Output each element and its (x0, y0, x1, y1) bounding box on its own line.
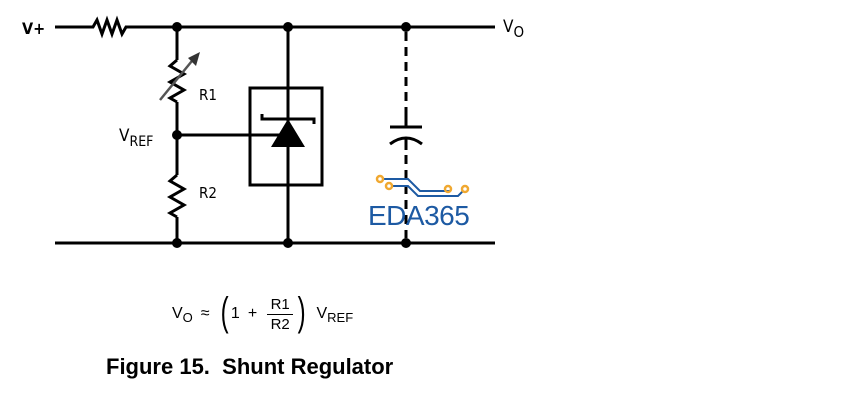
figure-caption: Figure 15. Shunt Regulator (106, 354, 394, 379)
eq-vref: VREF (316, 305, 354, 325)
logo-trace (392, 185, 464, 197)
r1-variable-resistor (166, 58, 188, 104)
series-resistor (88, 15, 132, 39)
r2-label: R2 (199, 184, 217, 202)
watermark-logo-traces (375, 174, 470, 197)
logo-pad (375, 174, 385, 184)
logo-pad (384, 181, 394, 191)
eq-open-paren: ( (220, 290, 229, 334)
junction-dot (172, 130, 182, 140)
r2-resistor (166, 173, 188, 219)
eq-one: 1 (230, 305, 240, 322)
vplus-label: V+ (22, 19, 45, 38)
r1-variable-arrow-head (188, 52, 200, 66)
eq-approx-symbol: ≈ (200, 305, 210, 322)
eq-vo: VO (172, 305, 193, 325)
logo-pad (443, 184, 453, 194)
eq-fraction: R1 R2 (267, 295, 294, 333)
eq-fraction-bar (267, 313, 294, 315)
junction-dot (401, 22, 411, 32)
eq-plus: + (247, 305, 258, 322)
junction-dot (172, 238, 182, 248)
junction-dot (283, 238, 293, 248)
vref-label: VREF (119, 126, 153, 150)
r1-label: R1 (199, 86, 217, 104)
eq-denominator: R2 (270, 315, 290, 333)
regulator-box (248, 86, 324, 187)
r1-variable-arrow-shaft (159, 55, 197, 101)
junction-dot (283, 22, 293, 32)
junction-dot (401, 238, 411, 248)
eq-numerator: R1 (270, 295, 290, 313)
eq-close-paren: ) (297, 290, 306, 334)
output-voltage-equation: VO ≈ ( 1 + R1 R2 ) VREF (172, 290, 353, 338)
logo-pad (460, 184, 470, 194)
junction-dot (172, 22, 182, 32)
watermark-logo-text: EDA365 (368, 200, 470, 231)
vo-label: VO (503, 17, 524, 41)
regulator-triangle-icon (271, 119, 305, 147)
logo-trace (383, 178, 450, 192)
